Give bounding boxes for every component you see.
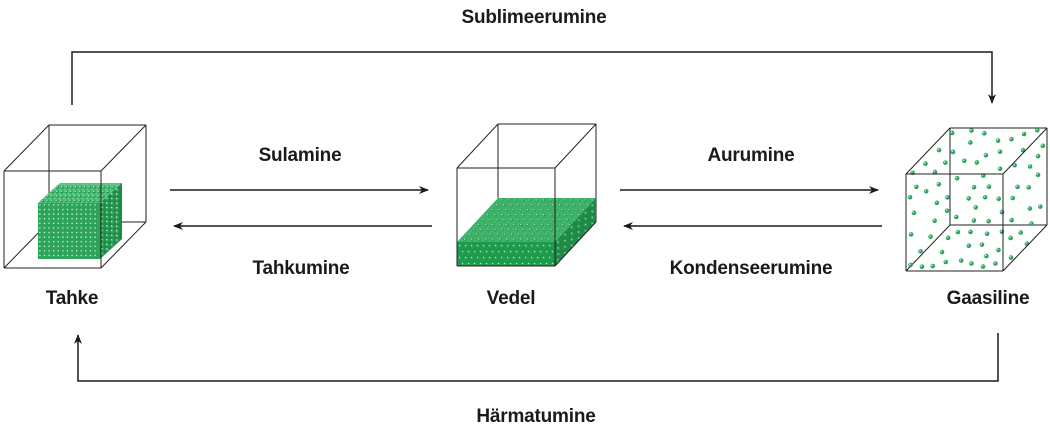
sublimation-label: Sublimeerumine [461,7,607,28]
gas-container-cube [905,127,1048,272]
melting-label: Sulamine [258,145,342,166]
liquid-container-cube [456,123,597,267]
condensation-label: Kondenseerumine [669,258,833,279]
sublimation-arrow [71,51,996,105]
solid-container-cube [3,124,147,269]
deposition-arrow [74,333,999,382]
liquid-state-label: Vedel [486,288,536,309]
solidification-label: Tahkumine [252,258,350,279]
gas-state-label: Gaasiline [946,288,1030,309]
solid-state-label: Tahke [45,288,99,309]
vaporization-label: Aurumine [707,145,795,166]
deposition-label: Härmatumine [476,406,596,427]
